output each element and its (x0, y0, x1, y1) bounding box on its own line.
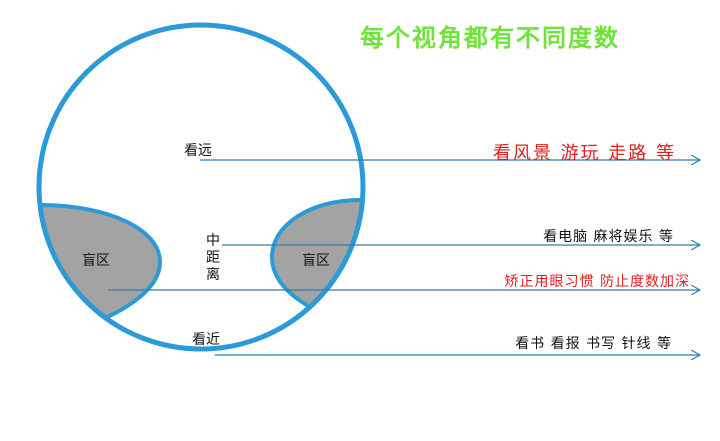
blind-zone-left (39, 203, 163, 348)
desc-middle: 看电脑 麻将娱乐 等 (543, 229, 674, 245)
blind-zone-right (269, 198, 363, 344)
desc-far: 看风景 游玩 走路 等 (492, 143, 676, 164)
diagram-title: 每个视角都有不同度数 (360, 24, 620, 52)
desc-near: 看书 看报 书写 针线 等 (515, 336, 672, 352)
label-near: 看近 (192, 332, 220, 348)
lens-outline (36, 22, 366, 352)
label-far: 看远 (184, 143, 212, 159)
label-middle-char-1: 中 (206, 233, 220, 249)
label-blind-left: 盲区 (82, 253, 110, 269)
label-middle-char-2: 距 (206, 250, 220, 266)
label-middle-char-3: 离 (206, 267, 220, 283)
label-blind-right: 盲区 (302, 253, 330, 269)
label-middle-distance: 中 距 离 (205, 233, 221, 284)
desc-advice: 矫正用眼习惯 防止度数加深 (504, 274, 690, 290)
